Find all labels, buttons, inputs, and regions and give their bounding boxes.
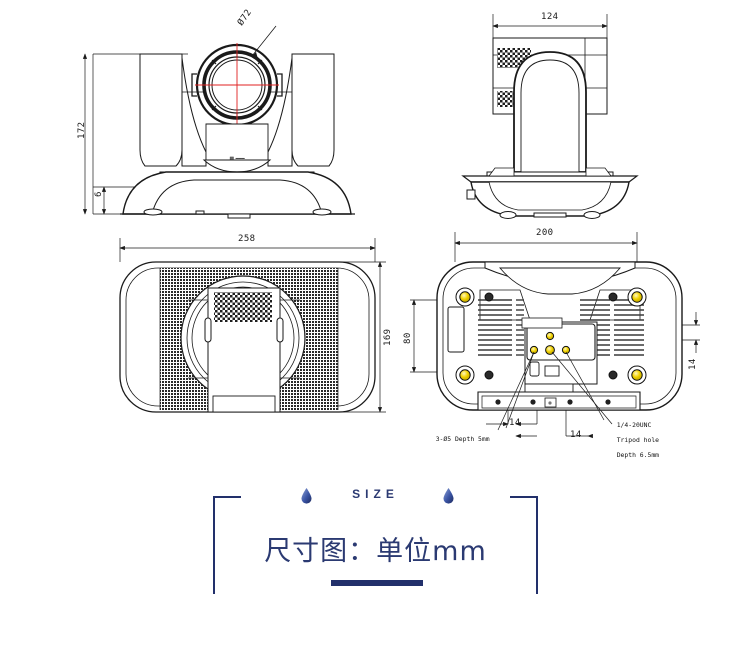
banner-bracket-top-right — [510, 496, 538, 498]
screw-hole-top — [545, 331, 555, 341]
droplet-icon-right — [443, 488, 454, 504]
banner-bracket-right — [536, 496, 538, 594]
bottom-view-dim-14-bottom-right: 14 — [570, 430, 582, 440]
front-view-dim-6: 6 — [94, 191, 104, 197]
side-view-dim-124: 124 — [541, 12, 559, 22]
banner-underline — [331, 580, 423, 586]
mount-hole-br — [631, 369, 643, 381]
screw-holes-callout: 3-Ø5 Depth 5mm — [428, 429, 490, 444]
bottom-view-dim-14-bottom-left: 14 — [509, 418, 521, 428]
top-view-geometry — [119, 238, 386, 413]
bottom-view-dim-80: 80 — [403, 332, 413, 344]
side-view-geometry — [461, 14, 639, 219]
top-view-dim-258: 258 — [238, 234, 256, 244]
top-view-dim-169: 169 — [383, 328, 393, 346]
bottom-view-dim-200: 200 — [536, 228, 554, 238]
banner-title: 尺寸图：单位mm — [264, 536, 487, 567]
mount-hole-tr — [631, 291, 643, 303]
front-view-geometry: ▩ ━━━ — [82, 25, 355, 219]
pin-hole-bl — [484, 370, 494, 380]
tripod-hole-callout: 1/4-20UNC Tripod hole Depth 6.5mm — [609, 415, 659, 459]
pin-hole-tl — [484, 292, 494, 302]
banner-bracket-left — [213, 496, 215, 594]
screw-holes-callout-line-1: 3-Ø5 Depth 5mm — [435, 435, 490, 444]
tripod-hole-callout-line-1: 1/4-20UNC — [616, 421, 652, 430]
size-banner: SIZE 尺寸图：单位mm — [213, 487, 538, 607]
bottom-view-dim-14-right: 14 — [688, 358, 698, 370]
banner-bracket-top-left — [213, 496, 241, 498]
svg-text:▩ ━━━: ▩ ━━━ — [229, 156, 245, 162]
mount-hole-bl — [459, 369, 471, 381]
bottom-view-geometry — [410, 232, 700, 439]
tripod-hole-callout-line-3: Depth 6.5mm — [616, 451, 660, 460]
banner-eyebrow: SIZE — [352, 487, 399, 501]
screw-hole-right — [561, 345, 571, 355]
pin-hole-tr — [608, 292, 618, 302]
droplet-icon-left — [301, 488, 312, 504]
tripod-hole-callout-line-2: Tripod hole — [616, 436, 660, 445]
screw-hole-left — [529, 345, 539, 355]
pin-hole-br — [608, 370, 618, 380]
mount-hole-tl — [459, 291, 471, 303]
front-view-dim-172: 172 — [77, 121, 87, 139]
